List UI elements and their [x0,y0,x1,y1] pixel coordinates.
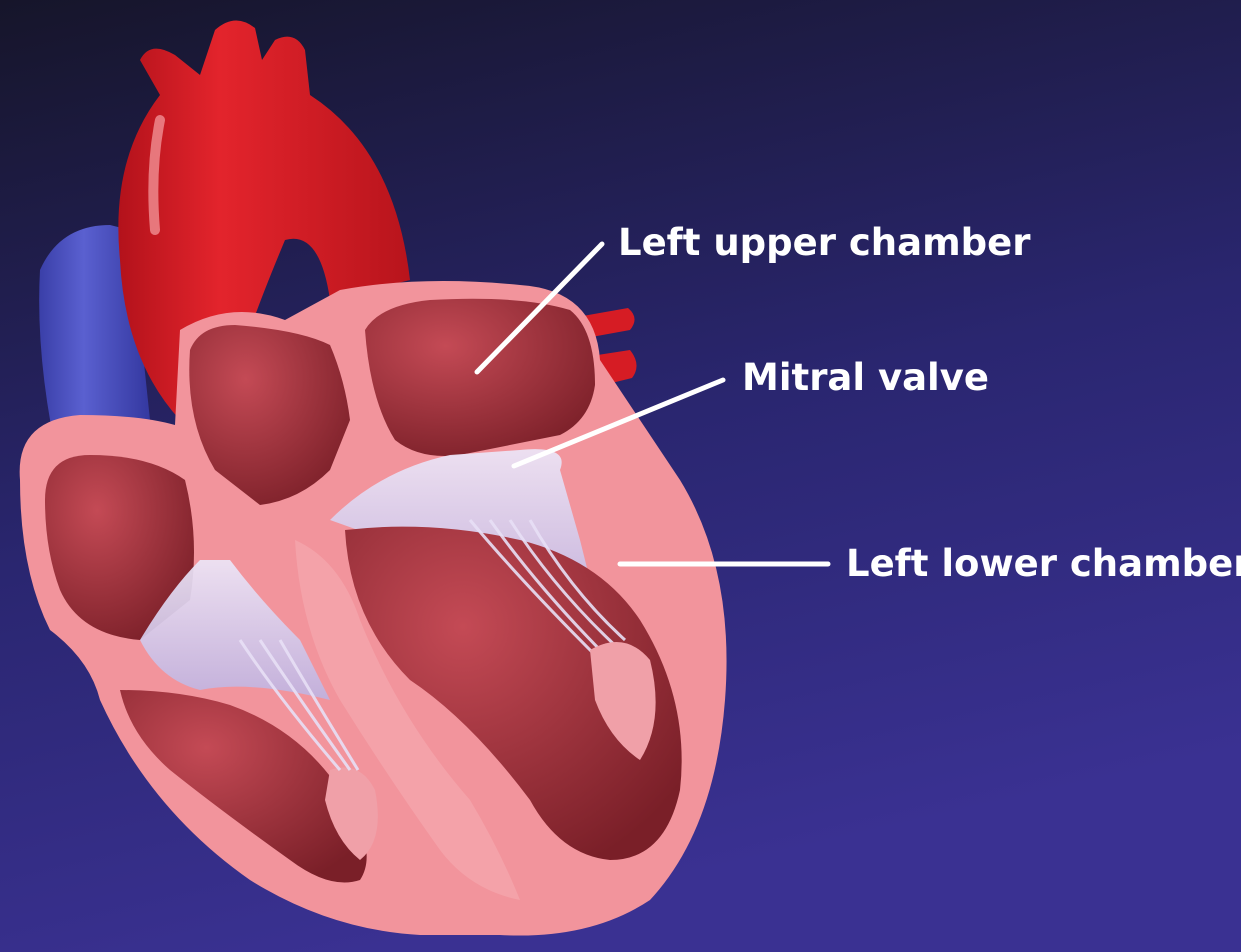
label-mitral-valve: Mitral valve [742,356,989,399]
label-left-upper-chamber: Left upper chamber [618,221,1031,264]
label-left-lower-chamber: Left lower chamber [846,542,1241,585]
left-upper-chamber-shape [365,299,595,456]
